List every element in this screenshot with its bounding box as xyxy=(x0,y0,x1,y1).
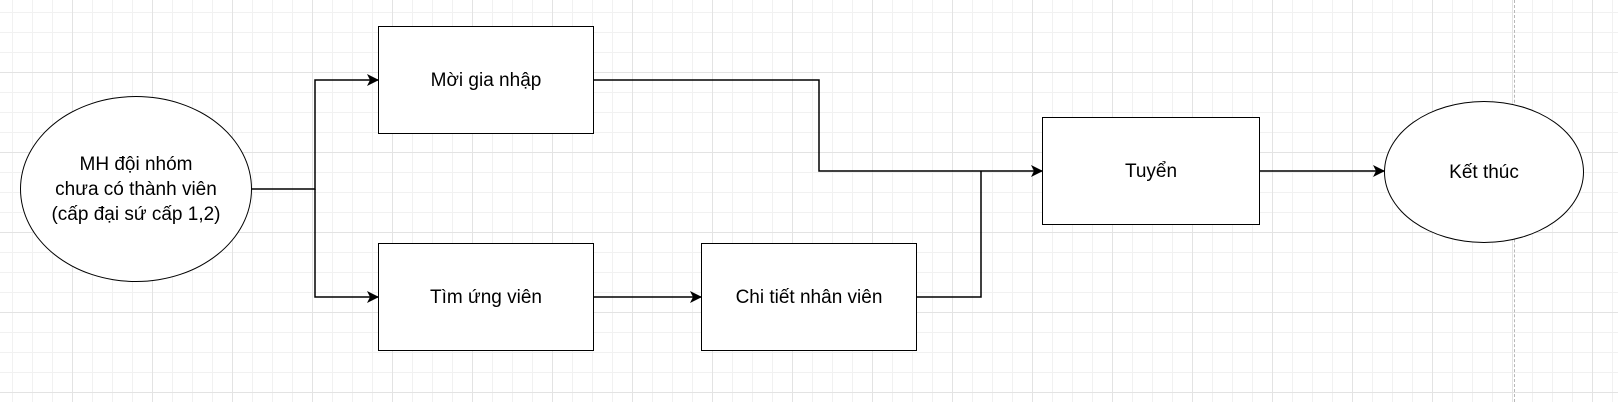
node-end-label: Kết thúc xyxy=(1449,161,1519,183)
edge-start-to-find xyxy=(314,189,379,303)
node-recruit-label: Tuyển xyxy=(1124,160,1178,182)
node-start[interactable]: MH đội nhóm chưa có thành viên (cấp đại … xyxy=(20,96,252,282)
edge-start-to-invite xyxy=(252,74,379,190)
node-detail-label: Chi tiết nhân viên xyxy=(735,286,883,308)
node-find-label: Tìm ứng viên xyxy=(430,286,542,308)
edge-invite-to-recruit xyxy=(594,79,1043,177)
node-start-label: MH đội nhóm chưa có thành viên (cấp đại … xyxy=(51,153,221,225)
node-find-candidates[interactable]: Tìm ứng viên xyxy=(378,243,594,351)
node-invite[interactable]: Mời gia nhập xyxy=(378,26,594,134)
node-recruit[interactable]: Tuyển xyxy=(1042,117,1260,225)
edge-detail-to-recruit xyxy=(917,171,982,298)
node-invite-label: Mời gia nhập xyxy=(430,69,542,91)
node-end[interactable]: Kết thúc xyxy=(1384,101,1584,243)
node-employee-detail[interactable]: Chi tiết nhân viên xyxy=(701,243,917,351)
